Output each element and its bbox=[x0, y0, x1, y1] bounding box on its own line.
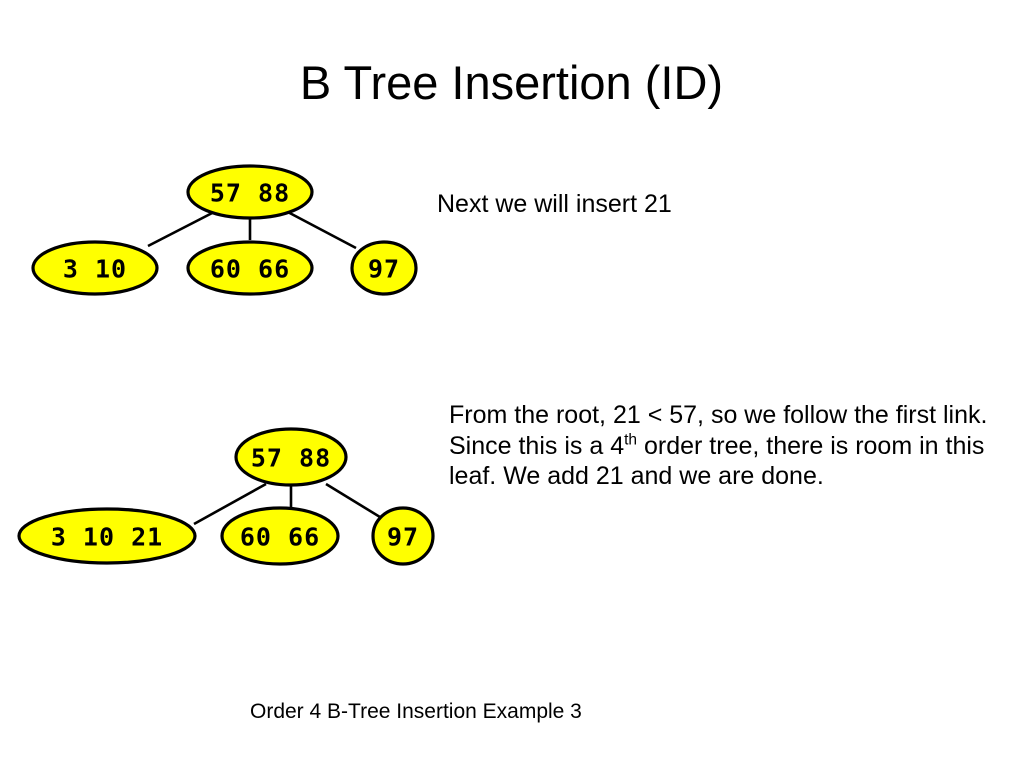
tree-node-child3-before: 97 bbox=[350, 240, 418, 296]
caption-insertion-explanation: From the root, 21 < 57, so we follow the… bbox=[449, 400, 1005, 492]
tree-node-child1-after: 3 10 21 bbox=[17, 507, 197, 565]
caption-line-1: From the root, 21 < 57, so we bbox=[449, 401, 777, 429]
node-shape bbox=[31, 240, 159, 296]
node-label-child1: 3 10 21 bbox=[51, 523, 163, 552]
node-shape bbox=[234, 427, 348, 487]
node-shape bbox=[186, 164, 314, 220]
tree-node-child1-before: 3 10 bbox=[31, 240, 159, 296]
node-shape bbox=[350, 240, 418, 296]
tree-node-root-before: 57 88 bbox=[186, 164, 314, 220]
edge-root-to-child3 bbox=[283, 208, 357, 250]
caption-line-4: leaf. We add 21 and we are done. bbox=[449, 462, 824, 490]
node-shape bbox=[371, 506, 435, 566]
node-label-child2: 60 66 bbox=[240, 523, 320, 552]
node-label-child3: 97 bbox=[368, 255, 400, 284]
b-tree-diagram-before: 57 88 3 10 60 66 97 bbox=[18, 160, 438, 300]
node-shape bbox=[220, 506, 340, 566]
edge-root-to-child1 bbox=[193, 482, 267, 526]
footer-note: Order 4 B-Tree Insertion Example 3 bbox=[250, 700, 582, 723]
caption-next-insert: Next we will insert 21 bbox=[437, 190, 672, 218]
tree-node-root-after: 57 88 bbox=[234, 427, 348, 487]
caption-line-2: follow the first link. Since this is a bbox=[449, 401, 988, 460]
b-tree-diagram-after: 57 88 3 10 21 60 66 97 bbox=[8, 412, 448, 567]
node-label-root: 57 88 bbox=[210, 179, 290, 208]
node-shape bbox=[17, 507, 197, 565]
node-label-child2: 60 66 bbox=[210, 255, 290, 284]
node-shape bbox=[186, 240, 314, 296]
page-title: B Tree Insertion (ID) bbox=[299, 56, 724, 109]
node-label-child3: 97 bbox=[387, 523, 419, 552]
edge-root-to-child1 bbox=[147, 208, 219, 248]
tree-node-child3-after: 97 bbox=[371, 506, 435, 566]
caption-line-3-order-number: 4 bbox=[610, 431, 625, 460]
ordinal-suffix: th bbox=[624, 431, 638, 449]
caption-line-3: order tree, there is room in this bbox=[637, 431, 985, 460]
node-label-child1: 3 10 bbox=[63, 255, 127, 284]
node-label-root: 57 88 bbox=[251, 444, 331, 473]
tree-node-child2-before: 60 66 bbox=[186, 240, 314, 296]
tree-node-child2-after: 60 66 bbox=[220, 506, 340, 566]
